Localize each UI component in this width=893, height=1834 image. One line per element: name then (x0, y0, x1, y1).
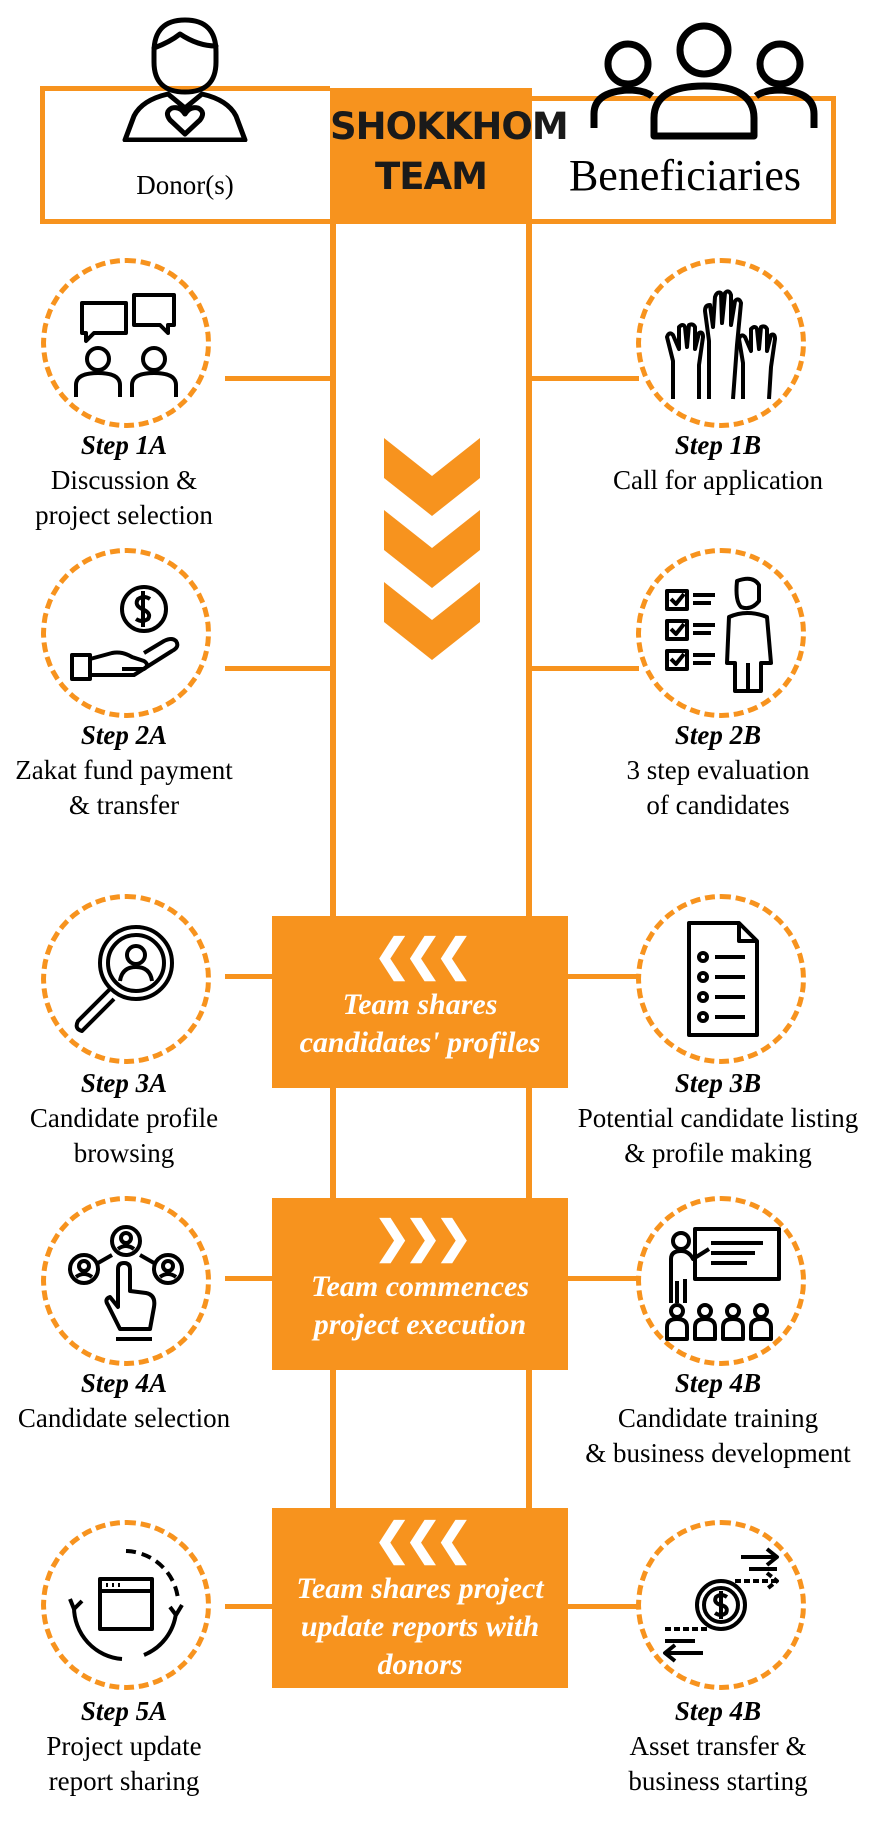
step-2b-caption: Step 2B 3 step evaluation of candidates (558, 718, 878, 823)
info-box-line: Team commences (310, 1270, 529, 1303)
team-header: SHOKKHOM TEAM (330, 88, 569, 224)
step-label: Step 1B (674, 430, 762, 460)
step-desc: Zakat fund payment (15, 755, 233, 785)
report-refresh-icon (68, 1549, 184, 1661)
step-5a-ring (41, 1520, 211, 1690)
chevron-down-icon (384, 438, 480, 660)
step-4a-ring (41, 1196, 211, 1366)
step-4a-caption: Step 4A Candidate selection (0, 1366, 284, 1436)
donor-heart-icon (120, 12, 250, 143)
step-3a-caption: Step 3A Candidate profile browsing (0, 1066, 284, 1171)
chevron-right-icon: ❯❯❯ (373, 1213, 473, 1262)
info-box-line: Team shares project (296, 1572, 544, 1605)
step-desc: Call for application (613, 465, 823, 495)
step-label: Step 1A (80, 430, 168, 460)
frame-top-left (40, 86, 330, 91)
step-3a-ring (41, 894, 211, 1064)
step-desc: of candidates (646, 790, 790, 820)
connector-4b (566, 1276, 639, 1281)
info-box-line: update reports with (300, 1610, 540, 1643)
step-1b-caption: Step 1B Call for application (558, 428, 878, 498)
step-desc: business starting (628, 1766, 808, 1796)
step-desc: & profile making (624, 1138, 812, 1168)
step-label: Step 2A (80, 720, 168, 750)
step-4b-ring (636, 1196, 806, 1366)
connector-5b (566, 1604, 639, 1609)
frame-top-right (530, 96, 836, 101)
step-label: Step 4B (674, 1368, 762, 1398)
money-transfer-icon (663, 1547, 779, 1663)
info-box-line: project execution (313, 1308, 527, 1341)
connector-1a (225, 376, 331, 381)
team-title-line1: SHOKKHOM (330, 105, 569, 148)
step-desc: Potential candidate listing (577, 1103, 859, 1133)
step-desc: report sharing (48, 1766, 200, 1796)
step-3b-ring (636, 894, 806, 1064)
step-desc: & business development (585, 1438, 851, 1468)
step-2a-ring (41, 548, 211, 718)
step-1a-caption: Step 1A Discussion & project selection (0, 428, 284, 533)
info-box-line: donors (377, 1648, 463, 1681)
step-2a-caption: Step 2A Zakat fund payment & transfer (0, 718, 284, 823)
step-desc: Discussion & (50, 465, 198, 495)
connector-5a (225, 1604, 275, 1609)
step-label: Step 4B (674, 1696, 762, 1726)
step-desc: Project update (46, 1731, 202, 1761)
connector-3a (225, 974, 275, 979)
beneficiaries-label: Beneficiaries (568, 151, 802, 200)
coin-hand-icon (70, 585, 180, 681)
step-label: Step 5A (80, 1696, 168, 1726)
frame-left (40, 86, 45, 224)
connector-2a (225, 666, 331, 671)
step-1b-ring (636, 258, 806, 428)
raised-hands-icon (665, 289, 777, 400)
step-label: Step 3B (674, 1068, 762, 1098)
info-box-line: candidates' profiles (299, 1026, 541, 1059)
step-desc: Candidate selection (17, 1403, 231, 1433)
connector-2b (531, 666, 639, 671)
info-box-line: Team shares (342, 988, 498, 1021)
checklist-person-icon (665, 576, 773, 693)
step-label: Step 2B (674, 720, 762, 750)
info-box-update-reports: ❮❮❮ Team shares project update reports w… (272, 1508, 568, 1688)
step-desc: Asset transfer & (629, 1731, 807, 1761)
step-4b-caption: Step 4B Candidate training & business de… (558, 1366, 878, 1471)
chevron-left-icon: ❮❮❮ (373, 1515, 473, 1564)
discussion-icon (74, 293, 178, 397)
frame-right (831, 96, 836, 224)
step-2b-ring (636, 548, 806, 718)
team-title-line2: TEAM (375, 155, 488, 198)
step-3b-caption: Step 3B Potential candidate listing & pr… (558, 1066, 878, 1171)
step-label: Step 3A (80, 1068, 168, 1098)
step-desc: browsing (73, 1138, 175, 1168)
selection-touch-icon (68, 1225, 184, 1341)
step-1a-ring (41, 258, 211, 428)
column-left (330, 220, 336, 1580)
step-desc: Candidate profile (29, 1103, 219, 1133)
info-box-share-profiles: ❮❮❮ Team shares candidates' profiles (272, 916, 568, 1088)
document-list-icon (687, 921, 759, 1037)
step-desc: Candidate training (617, 1403, 819, 1433)
column-right (526, 220, 532, 1580)
step-5b-ring (636, 1520, 806, 1690)
training-board-icon (665, 1227, 781, 1341)
chevron-left-icon: ❮❮❮ (373, 931, 473, 980)
info-box-project-execution: ❯❯❯ Team commences project execution (272, 1198, 568, 1370)
step-desc: project selection (35, 500, 213, 530)
donor-label: Donor(s) (136, 170, 234, 200)
step-label: Step 4A (80, 1368, 168, 1398)
connector-4a (225, 1276, 275, 1281)
connector-3b (566, 974, 639, 979)
magnifier-profile-icon (74, 925, 174, 1033)
step-5a-caption: Step 5A Project update report sharing (0, 1694, 284, 1799)
connector-1b (531, 376, 639, 381)
step-desc: 3 step evaluation (626, 755, 810, 785)
people-group-icon (588, 20, 820, 140)
step-desc: & transfer (68, 790, 180, 820)
step-5b-caption: Step 4B Asset transfer & business starti… (558, 1694, 878, 1799)
